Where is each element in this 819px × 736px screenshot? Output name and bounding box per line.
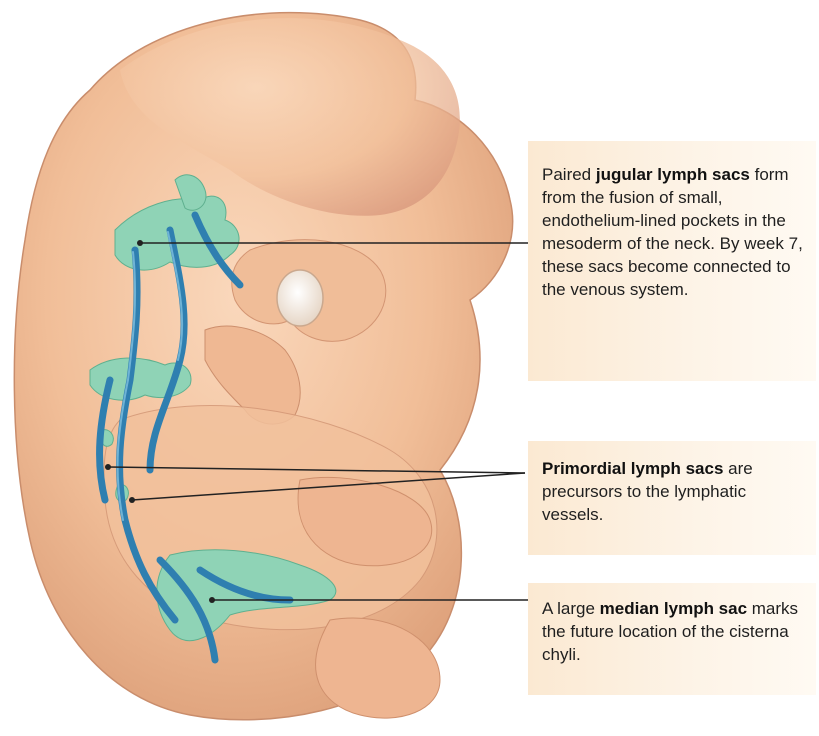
jugular-callout-term: jugular lymph sacs [596,165,750,184]
median-callout-term: median lymph sac [600,599,747,618]
primordial-lymph-sacs-callout: Primordial lymph sacs are precursors to … [528,441,816,555]
jugular-lymph-sacs-callout: Paired jugular lymph sacs form from the … [528,141,816,381]
median-callout-pre: A large [542,599,600,618]
primordial-callout-term: Primordial lymph sacs [542,459,723,478]
embryo-eye [277,270,323,326]
jugular-callout-pre: Paired [542,165,596,184]
jugular-callout-text: form from the fusion of small, endotheli… [542,165,803,299]
median-lymph-sac-callout: A large median lymph sac marks the futur… [528,583,816,695]
